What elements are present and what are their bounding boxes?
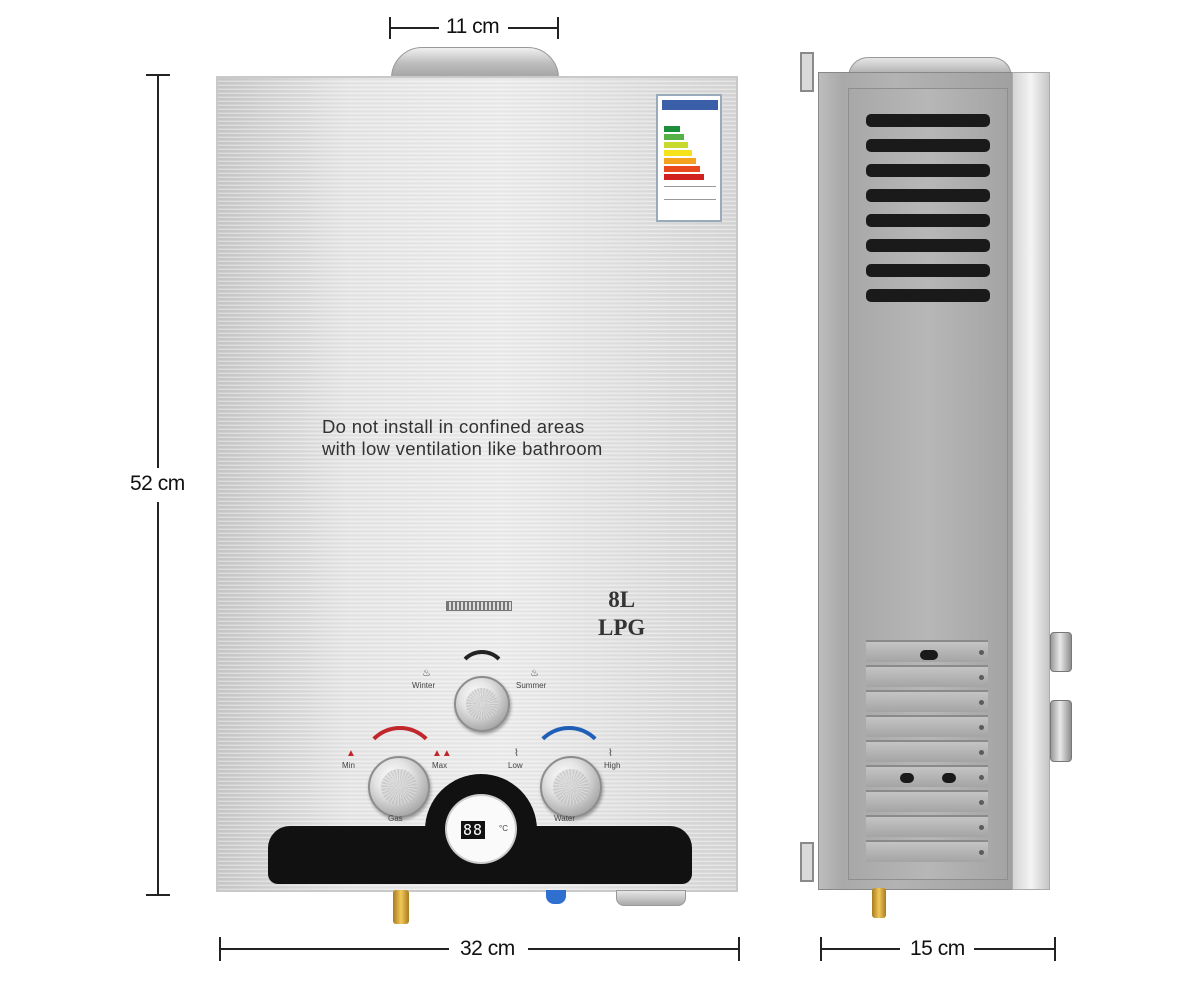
energy-bar xyxy=(664,134,684,140)
warning-line-1: Do not install in confined areas xyxy=(322,416,585,437)
side-mount-hole xyxy=(920,650,938,660)
vent-rivet xyxy=(979,725,984,730)
chimney-dim-line-right xyxy=(508,27,559,29)
vent-rivet xyxy=(979,800,984,805)
bottom-vent-louver xyxy=(866,715,988,737)
side-water-knob xyxy=(1050,700,1072,762)
season-knob-arc xyxy=(456,650,508,702)
gas-min-icon: ▲ xyxy=(346,748,356,759)
energy-bar xyxy=(664,158,696,164)
warning-line-2: with low ventilation like bathroom xyxy=(322,438,603,459)
heater-front-panel: Do not install in confined areas with lo… xyxy=(216,76,738,892)
top-vent-slot xyxy=(866,214,990,227)
depth-dim-tick-right xyxy=(1054,937,1056,961)
depth-dim-line-left xyxy=(820,948,900,950)
vent-rivet xyxy=(979,650,984,655)
depth-label: 15 cm xyxy=(910,937,965,960)
bottom-vent-louver xyxy=(866,665,988,687)
side-gas-fitting xyxy=(872,888,886,918)
water-low-label: Low xyxy=(508,761,523,770)
bottom-vent-louver xyxy=(866,765,988,787)
temperature-display: 88 °C xyxy=(445,794,517,864)
width-label: 32 cm xyxy=(460,937,515,960)
water-high-label: High xyxy=(604,761,621,770)
top-vent-slot xyxy=(866,114,990,127)
gas-knob[interactable] xyxy=(368,756,430,818)
vent-rivet xyxy=(979,700,984,705)
chimney-dim-tick-right xyxy=(557,17,559,39)
gas-knob-label: Gas xyxy=(388,814,403,823)
gas-knob-arc xyxy=(361,726,439,804)
model-plate xyxy=(446,601,512,611)
vent-rivet xyxy=(979,750,984,755)
gas-max-icon: ▲▲ xyxy=(432,748,452,759)
water-high-icon: ⌇ xyxy=(608,748,613,759)
height-dim-line-top xyxy=(157,74,159,468)
summer-icon: ♨ xyxy=(530,668,539,679)
height-dim-line-bottom xyxy=(157,502,159,896)
bottom-vent-louver xyxy=(866,790,988,812)
side-season-knob xyxy=(1050,632,1072,672)
water-inlet-fitting xyxy=(546,890,566,904)
top-vent-slot xyxy=(866,239,990,252)
top-vent-slot xyxy=(866,189,990,202)
width-dim-tick-right xyxy=(738,937,740,961)
bottom-vent-louver xyxy=(866,840,988,862)
side-mount-hole xyxy=(900,773,914,783)
fuel-label: LPG xyxy=(598,615,646,640)
bottom-vent-louver xyxy=(866,690,988,712)
width-dim-line-left xyxy=(219,948,449,950)
gas-inlet-fitting xyxy=(393,890,409,924)
wall-bracket-top xyxy=(800,52,814,92)
installation-warning: Do not install in confined areas with lo… xyxy=(322,416,603,460)
top-vent-slot xyxy=(866,164,990,177)
temperature-unit: °C xyxy=(499,824,508,833)
wall-bracket-bottom xyxy=(800,842,814,882)
top-vent-slot xyxy=(866,289,990,302)
width-dim-line-right xyxy=(528,948,740,950)
heater-side-edge xyxy=(1012,72,1050,890)
energy-label-footer xyxy=(664,186,716,200)
height-dim-tick-bottom xyxy=(146,894,170,896)
energy-label-header xyxy=(662,100,718,110)
bottom-vent-louver xyxy=(866,815,988,837)
chimney-dim-line-left xyxy=(389,27,439,29)
top-vent-slot xyxy=(866,264,990,277)
chimney-width-label: 11 cm xyxy=(446,15,500,38)
season-knob[interactable] xyxy=(454,676,510,732)
water-knob-label: Water xyxy=(554,814,576,823)
energy-rating-label xyxy=(656,94,722,222)
season-summer-label: Summer xyxy=(516,681,547,690)
energy-bar xyxy=(664,150,692,156)
energy-bar xyxy=(664,126,680,132)
gas-max-label: Max xyxy=(432,761,448,770)
vent-rivet xyxy=(979,775,984,780)
season-winter-label: Winter xyxy=(412,681,436,690)
temperature-digits: 88 xyxy=(461,821,486,839)
winter-icon: ♨ xyxy=(422,668,431,679)
water-knob[interactable] xyxy=(540,756,602,818)
energy-bar xyxy=(664,142,688,148)
gas-min-label: Min xyxy=(342,761,355,770)
water-knob-arc xyxy=(530,726,608,804)
water-low-icon: ⌇ xyxy=(514,748,519,759)
bottom-vent-louver xyxy=(866,740,988,762)
vent-rivet xyxy=(979,850,984,855)
vent-rivet xyxy=(979,675,984,680)
depth-dim-line-right xyxy=(974,948,1056,950)
water-outlet-fitting xyxy=(616,890,686,906)
top-vent-slot xyxy=(866,139,990,152)
energy-bar xyxy=(664,166,700,172)
vent-rivet xyxy=(979,825,984,830)
energy-bar xyxy=(664,174,704,180)
side-mount-hole xyxy=(942,773,956,783)
height-label: 52 cm xyxy=(130,472,185,495)
capacity-label: 8L xyxy=(608,587,636,612)
model-badge: 8L LPG xyxy=(598,586,645,642)
